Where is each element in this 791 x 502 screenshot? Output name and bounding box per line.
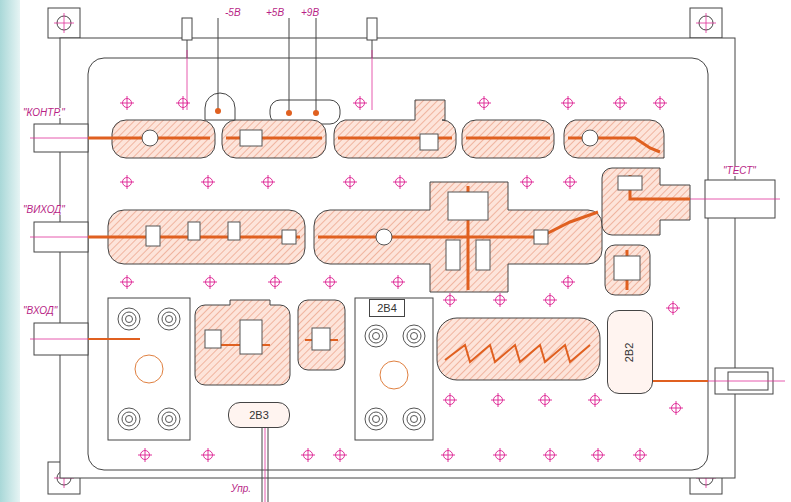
part-label: 2В3 — [249, 410, 269, 421]
signal-label: "ВХОД" — [22, 306, 58, 316]
signal-label: "ТЕСТ" — [722, 166, 757, 176]
signal-label: -5В — [224, 8, 242, 18]
signal-label: Упр. — [230, 484, 252, 494]
cavity-box: 2В3 — [228, 402, 290, 428]
signal-label: +5В — [265, 8, 285, 18]
part-box: 2В4 — [369, 299, 405, 317]
signal-label: "КОНТР." — [22, 108, 66, 118]
part-label: 2В4 — [377, 303, 397, 314]
signal-label: "ВИХОД" — [22, 205, 66, 215]
part-label: 2В2 — [624, 342, 635, 362]
signal-label: +9В — [300, 8, 320, 18]
cavity-box: 2В2 — [607, 310, 653, 394]
